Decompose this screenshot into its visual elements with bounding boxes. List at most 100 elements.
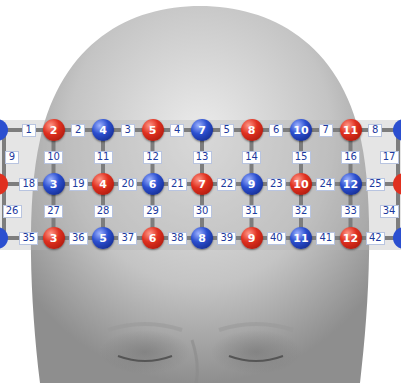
channel-number: 18 [19,178,38,191]
channel-number: 5 [220,124,234,137]
source-optode: 5 [142,119,164,141]
channel-label: 29 [146,206,159,216]
channel-label: 15 [295,152,308,162]
channel-label: 34 [383,206,396,216]
channel-number: 20 [118,178,137,191]
channel-number: 10 [44,151,63,164]
channel-label: 33 [344,206,357,216]
channel-number: 28 [94,205,113,218]
detector-optode: 10 [290,119,312,141]
channel-label: 14 [245,152,258,162]
detector-optode: 3 [43,173,65,195]
channel-label: 38 [171,233,184,243]
detector-optode: 7 [191,119,213,141]
channel-label: 40 [270,233,283,243]
channel-number: 12 [143,151,162,164]
channel-label: 7 [323,125,329,135]
channel-label: 27 [47,206,60,216]
channel-label: 11 [97,152,110,162]
channel-label: 3 [125,125,131,135]
channel-label: 36 [72,233,85,243]
channel-label: 17 [383,152,396,162]
channel-number: 27 [44,205,63,218]
source-optode: 2 [43,119,65,141]
channel-number: 9 [5,151,19,164]
channel-number: 38 [168,232,187,245]
channel-number: 24 [316,178,335,191]
channel-label: 22 [220,179,233,189]
channel-label: 20 [121,179,134,189]
channel-number: 40 [267,232,286,245]
channel-label: 4 [174,125,180,135]
detector-optode: 4 [92,119,114,141]
channel-label: 35 [22,233,35,243]
channel-label: 31 [245,206,258,216]
channel-number: 31 [242,205,261,218]
optode-label: 7 [198,125,206,136]
channel-number: 25 [366,178,385,191]
channel-number: 35 [19,232,38,245]
optode-label: 6 [149,233,157,244]
optode-label: 9 [248,233,256,244]
optode-label: 12 [343,179,358,190]
channel-number: 7 [319,124,333,137]
optode-label: 8 [198,233,206,244]
channel-number: 26 [3,205,22,218]
optode-label: 3 [50,179,58,190]
detector-optode: 11 [290,227,312,249]
channel-label: 5 [224,125,230,135]
optode-label: 4 [99,179,107,190]
source-optode: 8 [241,119,263,141]
channel-number: 11 [94,151,113,164]
channel-label: 10 [47,152,60,162]
channel-number: 16 [341,151,360,164]
source-optode: 3 [43,227,65,249]
channel-label: 26 [6,206,19,216]
channel-label: 9 [9,152,15,162]
channel-label: 32 [295,206,308,216]
channel-label: 23 [270,179,283,189]
optode-label: 5 [99,233,107,244]
detector-optode: 8 [191,227,213,249]
source-optode: 11 [340,119,362,141]
channel-label: 16 [344,152,357,162]
source-optode: 6 [142,227,164,249]
channel-number: 39 [217,232,236,245]
channel-label: 41 [319,233,332,243]
channel-number: 37 [118,232,137,245]
optode-label: 5 [149,125,157,136]
channel-label: 42 [369,233,382,243]
channel-label: 1 [26,125,32,135]
channel-number: 29 [143,205,162,218]
detector-optode: 6 [142,173,164,195]
channel-number: 6 [269,124,283,137]
channel-number: 4 [170,124,184,137]
channel-number: 42 [366,232,385,245]
channel-number: 33 [341,205,360,218]
channel-number: 1 [22,124,36,137]
optode-label: 4 [99,125,107,136]
channel-label: 28 [97,206,110,216]
channel-label: 30 [196,206,209,216]
optode-label: 2 [50,125,58,136]
detector-optode: 9 [241,173,263,195]
optode-label: 6 [149,179,157,190]
optode-label: 3 [50,233,58,244]
optode-label: 9 [248,179,256,190]
channel-number: 19 [69,178,88,191]
channel-label: 2 [75,125,81,135]
channel-label: 24 [319,179,332,189]
optode-label: 7 [198,179,206,190]
optode-label: 8 [248,125,256,136]
optode-label: 12 [343,233,358,244]
channel-label: 6 [273,125,279,135]
channel-number: 32 [292,205,311,218]
channel-number: 8 [368,124,382,137]
optode-label: 10 [293,125,308,136]
source-optode: 12 [340,227,362,249]
source-optode: 10 [290,173,312,195]
source-optode: 9 [241,227,263,249]
channel-number: 41 [316,232,335,245]
channel-number: 36 [69,232,88,245]
